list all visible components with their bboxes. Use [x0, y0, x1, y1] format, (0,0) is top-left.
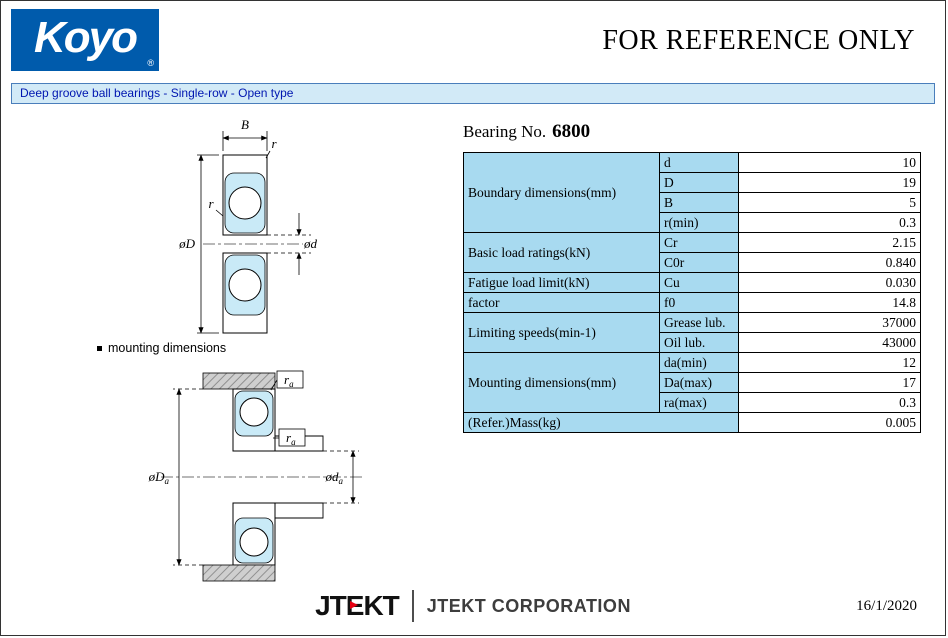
spec-value: 43000	[738, 332, 921, 353]
dim-label-r-inner: r	[208, 196, 214, 211]
table-row: r(min) 0.3	[464, 212, 921, 233]
mounting-dimension-lines	[173, 370, 359, 566]
table-row: B 5	[464, 192, 921, 213]
mounting-note-label: mounting dimensions	[108, 341, 227, 355]
spec-value: 37000	[738, 312, 921, 333]
dim-label-oda: øda	[325, 469, 344, 486]
spec-param: C0r	[659, 252, 739, 273]
footer-divider	[411, 590, 414, 622]
spec-value: 0.3	[738, 392, 921, 413]
spec-value: 0.005	[738, 412, 921, 433]
dim-label-oDa: øDa	[148, 469, 170, 486]
spec-param: Grease lub.	[659, 312, 739, 333]
spec-group-label: Boundary dimensions(mm)	[463, 152, 660, 233]
table-row: Basic load ratings(kN) Cr 2.15	[463, 232, 921, 273]
dim-label-oD: øD	[178, 236, 196, 251]
koyo-logo-text: Koyo	[34, 13, 138, 62]
jtekt-red-accent-icon	[349, 601, 358, 609]
table-row: factor f0 14.8	[463, 292, 921, 313]
cross-section-dimension-lines	[197, 131, 311, 334]
spec-group-label: factor	[463, 292, 660, 313]
ball-bottom	[228, 268, 262, 302]
housing-shoulder-top	[202, 372, 276, 390]
spec-value: 5	[738, 192, 921, 213]
spec-group-label: Mounting dimensions(mm)	[463, 352, 660, 413]
bearing-drawing: B r r øD ød	[148, 117, 363, 582]
table-row: (Refer.)Mass(kg) 0.005	[463, 412, 921, 433]
table-row: D 19	[464, 172, 921, 193]
jtekt-logo-kt: KT	[363, 590, 399, 621]
spec-param: da(min)	[659, 352, 739, 373]
ball-mounting-bottom	[239, 527, 269, 557]
mounting-view	[161, 372, 363, 582]
spec-value: 2.15	[738, 232, 921, 253]
dim-label-r-outer: r	[271, 136, 277, 151]
spec-value: 10	[738, 152, 921, 173]
spec-value: 17	[738, 372, 921, 393]
product-category-banner: Deep groove ball bearings - Single-row -…	[11, 83, 935, 104]
jtekt-logo-jt: JT	[315, 590, 347, 621]
bearing-number: 6800	[552, 121, 591, 142]
document-date: 16/1/2020	[856, 598, 917, 614]
spec-param: f0	[659, 292, 739, 313]
table-row: C0r 0.840	[464, 252, 921, 273]
dim-label-ra-top: ra	[284, 372, 294, 389]
spec-param: B	[659, 192, 739, 213]
spec-group-label: (Refer.)Mass(kg)	[463, 412, 739, 433]
table-row: ra(max) 0.3	[464, 392, 921, 413]
dim-label-od: ød	[303, 236, 318, 251]
company-name: JTEKT CORPORATION	[426, 595, 631, 616]
spec-value: 0.840	[738, 252, 921, 273]
koyo-logo: Koyo ®	[11, 9, 159, 71]
spec-param: Cu	[659, 272, 739, 293]
spec-param: Cr	[659, 232, 739, 253]
table-row: Mounting dimensions(mm) da(min) 12	[463, 352, 921, 413]
dim-label-ra-mid: ra	[286, 430, 296, 447]
spec-value: 0.3	[738, 212, 921, 233]
spec-param: d	[659, 152, 739, 173]
spec-param: Oil lub.	[659, 332, 739, 353]
spec-value: 19	[738, 172, 921, 193]
table-row: Fatigue load limit(kN) Cu 0.030	[463, 272, 921, 293]
spec-param: ra(max)	[659, 392, 739, 413]
bearing-spec-table: Boundary dimensions(mm) d 10 D 19 B 5 r(…	[463, 152, 921, 433]
square-bullet-icon	[97, 345, 102, 351]
cross-section-view	[203, 154, 303, 334]
spec-param: r(min)	[659, 212, 739, 233]
ball-top	[228, 186, 262, 220]
ball-mounting-top	[239, 397, 269, 427]
bearing-title-prefix: Bearing No.	[463, 122, 547, 141]
spec-group-label: Limiting speeds(min-1)	[463, 312, 660, 353]
spec-value: 14.8	[738, 292, 921, 313]
spec-value: 0.030	[738, 272, 921, 293]
mounting-dimensions-note: mounting dimensions	[97, 341, 226, 355]
table-row: Boundary dimensions(mm) d 10	[463, 152, 921, 233]
for-reference-only-text: FOR REFERENCE ONLY	[602, 25, 915, 56]
registered-trademark-icon: ®	[147, 58, 154, 68]
spec-group-label: Fatigue load limit(kN)	[463, 272, 660, 293]
bearing-title: Bearing No. 6800	[463, 121, 590, 143]
table-row: Oil lub. 43000	[464, 332, 921, 353]
spec-group-label: Basic load ratings(kN)	[463, 232, 660, 273]
spec-param: D	[659, 172, 739, 193]
spec-param: Da(max)	[659, 372, 739, 393]
dim-label-B: B	[241, 117, 249, 132]
table-row: Limiting speeds(min-1) Grease lub. 37000	[463, 312, 921, 353]
housing-shoulder-bottom	[202, 564, 276, 582]
spec-value: 12	[738, 352, 921, 373]
